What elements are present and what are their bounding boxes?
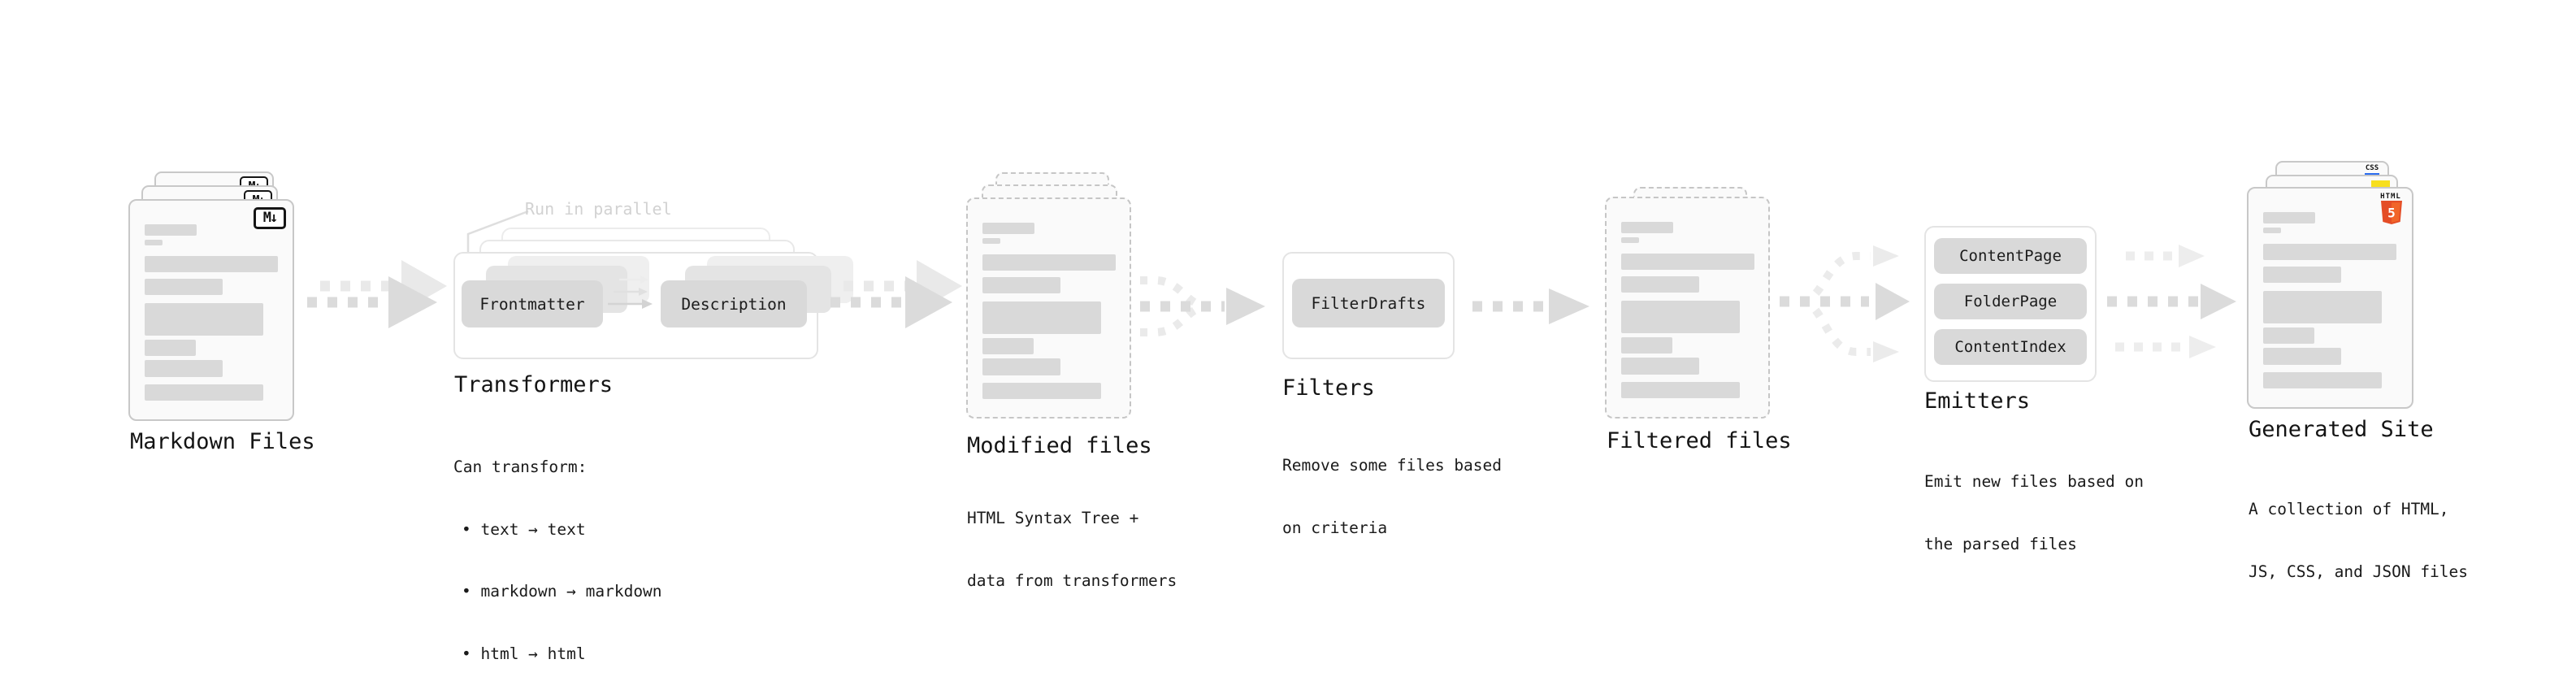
doc-content-line — [2263, 372, 2382, 388]
description-line: JS, CSS, and JSON files — [2249, 562, 2469, 581]
description-line: the parsed files — [1924, 534, 2077, 553]
doc-content-line — [1621, 276, 1699, 293]
css-file-icon: CSS — [2363, 165, 2381, 176]
arrow-transformers-to-modified — [830, 260, 962, 328]
doc-content-line — [2263, 348, 2341, 365]
modified-files-title: Modified files — [967, 433, 1152, 458]
description-line: Emit new files based on — [1924, 472, 2144, 491]
folderpage-chip: FolderPage — [1934, 284, 2087, 319]
css-label: CSS — [2365, 164, 2379, 172]
description-line: • text → text — [462, 519, 586, 539]
generated-site-title: Generated Site — [2249, 417, 2434, 442]
arrow-markdown-to-transformers — [307, 260, 447, 328]
doc-content-line — [1621, 337, 1672, 354]
doc-content-line — [1621, 358, 1699, 375]
transformer-flow-arrows — [608, 275, 653, 309]
doc-content-line — [2263, 267, 2341, 283]
doc-content-line — [982, 383, 1101, 399]
run-in-parallel-note: Run in parallel — [525, 199, 672, 219]
description-line: A collection of HTML, — [2249, 500, 2449, 518]
doc-content-line — [982, 223, 1034, 234]
modified-files-description: HTML Syntax Tree + data from transformer… — [967, 466, 1177, 632]
filtered-file-front — [1605, 197, 1770, 419]
doc-content-line — [1621, 301, 1740, 333]
doc-content-line — [145, 303, 263, 336]
doc-content-line — [982, 254, 1116, 271]
note-connector-line — [466, 210, 529, 252]
description-line: HTML Syntax Tree + — [967, 509, 1139, 527]
filterdrafts-chip: FilterDrafts — [1292, 279, 1445, 327]
doc-content-line — [2263, 327, 2314, 344]
arrow-filters-to-filtered — [1472, 288, 1589, 324]
doc-content-line — [1621, 254, 1754, 270]
description-line: data from transformers — [967, 570, 1177, 590]
contentindex-chip: ContentIndex — [1934, 329, 2087, 365]
doc-content-line — [145, 279, 223, 295]
contentpage-chip: ContentPage — [1934, 238, 2087, 274]
doc-content-line — [1621, 222, 1673, 233]
doc-content-line — [1621, 382, 1740, 398]
doc-content-line — [2263, 244, 2396, 260]
transformers-title: Transformers — [454, 372, 614, 397]
doc-content-line — [145, 224, 197, 236]
arrow-emitters-to-generated — [2107, 245, 2236, 358]
description-chip: Description — [661, 280, 807, 327]
description-line: Can transform: — [453, 458, 588, 476]
arrow-filtered-to-emitters — [1780, 245, 1910, 362]
frontmatter-chip: Frontmatter — [462, 280, 603, 327]
doc-content-line — [982, 358, 1060, 375]
modified-file-front — [966, 197, 1131, 419]
filters-description: Remove some files based on criteria — [1282, 414, 1502, 579]
doc-content-line — [145, 340, 196, 356]
doc-content-line — [145, 384, 263, 401]
description-line: on criteria — [1282, 518, 1388, 537]
markdown-icon: M↓ — [254, 207, 286, 229]
description-line: • html → html — [462, 644, 586, 663]
html5-number: 5 — [2387, 206, 2396, 221]
transformers-description: Can transform: • text → text • markdown … — [453, 415, 662, 681]
html5-icon: HTML 5 — [2379, 193, 2402, 228]
doc-content-line — [2263, 228, 2281, 233]
markdown-file-front: M↓ — [128, 199, 294, 421]
doc-content-line — [2263, 212, 2315, 223]
arrow-modified-to-filters — [1140, 276, 1265, 336]
generated-site-description: A collection of HTML, JS, CSS, and JSON … — [2249, 458, 2468, 623]
doc-content-line — [145, 240, 163, 245]
doc-content-line — [982, 301, 1101, 334]
doc-content-line — [982, 277, 1060, 293]
doc-content-line — [145, 256, 278, 272]
doc-content-line — [145, 360, 223, 377]
generated-file-front-html: HTML 5 — [2247, 187, 2413, 409]
html5-wordmark: HTML — [2380, 193, 2401, 201]
emitters-title: Emitters — [1924, 388, 2031, 414]
markdown-files-title: Markdown Files — [130, 429, 315, 454]
filtered-files-title: Filtered files — [1607, 428, 1792, 453]
description-line: • markdown → markdown — [462, 582, 662, 601]
doc-content-line — [982, 238, 1000, 244]
doc-content-line — [1621, 237, 1639, 243]
filters-title: Filters — [1282, 375, 1375, 401]
emitters-description: Emit new files based on the parsed files — [1924, 430, 2144, 596]
doc-content-line — [2263, 291, 2382, 323]
doc-content-line — [982, 338, 1034, 354]
description-line: Remove some files based — [1282, 456, 1503, 475]
